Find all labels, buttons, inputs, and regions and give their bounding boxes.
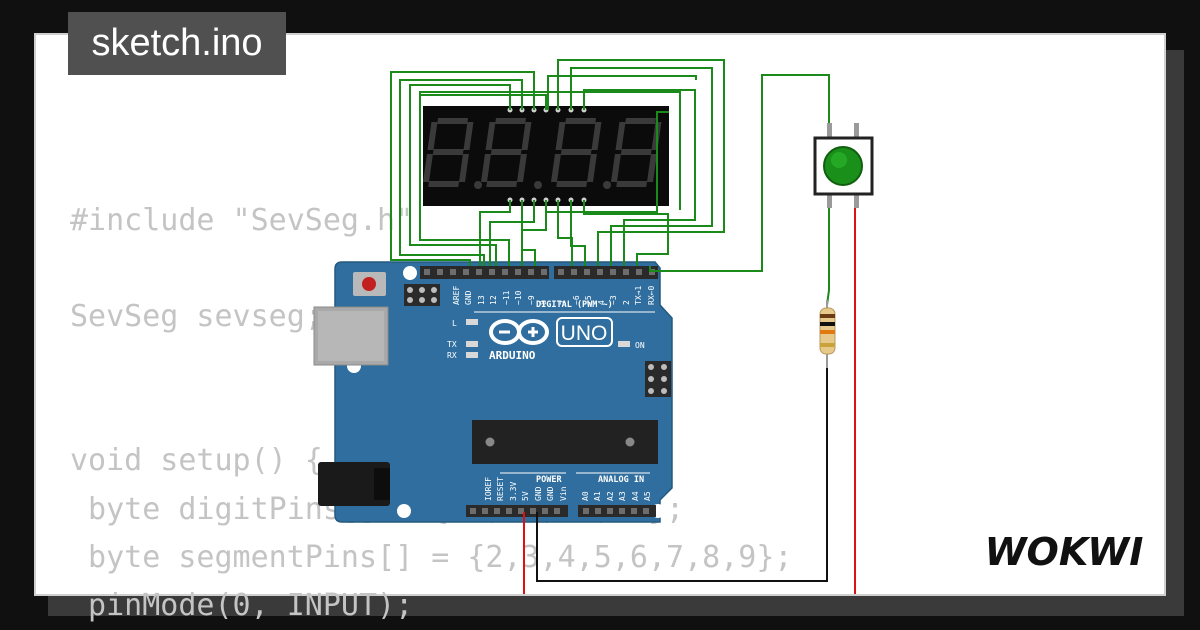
analog-pin-labels: A0 A1 A2 A3 A4 A5 xyxy=(581,491,652,501)
pin-label: GND xyxy=(546,486,555,501)
uno-badge: UNO xyxy=(556,317,613,347)
led-label: RX xyxy=(447,351,457,360)
pin-label: 13 xyxy=(477,295,486,305)
pin-label: ~10 xyxy=(514,290,523,305)
mount-hole xyxy=(403,266,417,280)
display-segments xyxy=(423,118,662,189)
pin-label: ~5 xyxy=(584,295,593,305)
pin-label: 5V xyxy=(521,491,530,501)
pin-label: 7 xyxy=(559,300,568,305)
icsp-header xyxy=(404,284,440,306)
pin-label: A0 xyxy=(581,491,590,501)
arduino-logo-icon xyxy=(489,319,549,345)
pin-label: TX→1 xyxy=(634,286,643,305)
power-pin-labels: IOREF RESET 3.3V 5V GND GND Vin xyxy=(484,477,568,501)
digital-label: DIGITAL (PWM ~) xyxy=(536,300,613,310)
analog-label: ANALOG IN xyxy=(598,475,644,485)
led-l: L xyxy=(452,319,478,328)
mount-hole xyxy=(397,504,411,518)
pin-label: RX←0 xyxy=(647,286,656,305)
arduino-uno-board[interactable]: AREF GND 13 12 ~11 ~10 ~9 8 7 ~6 ~5 4 ~3… xyxy=(313,261,673,523)
led-rx: RX xyxy=(447,351,478,360)
led-label: ON xyxy=(635,341,645,350)
led-tx: TX xyxy=(447,340,478,349)
ground-wire-black xyxy=(536,368,828,582)
push-button[interactable] xyxy=(813,123,874,208)
icsp2-header xyxy=(645,361,671,397)
led-label: L xyxy=(452,319,457,328)
logo-text: WOKWI xyxy=(985,530,1144,574)
pin-label: RESET xyxy=(496,477,505,501)
sketch-title: sketch.ino xyxy=(68,12,286,75)
led-on: ON xyxy=(618,341,645,350)
pin-label: GND xyxy=(464,290,473,305)
code-preview: #include "SevSeg.h" SevSeg sevseg; void se… xyxy=(70,197,792,630)
pin-label: 4 xyxy=(597,300,606,305)
pin-label: ~6 xyxy=(572,295,581,305)
pin-label: ~11 xyxy=(502,290,511,305)
pin-label: AREF xyxy=(452,286,461,305)
seven-segment-display[interactable] xyxy=(422,106,669,206)
pin-label: ~3 xyxy=(609,295,618,305)
code-line: #include "SevSeg.h" xyxy=(70,203,414,238)
pin-label: A4 xyxy=(631,491,640,501)
power-label: POWER xyxy=(536,475,562,485)
code-line: byte segmentPins[] = {2,3,4,5,6,7,8,9}; xyxy=(70,539,793,575)
pin-label: Vin xyxy=(559,486,568,501)
pin-label: ~9 xyxy=(527,295,536,305)
resistor[interactable] xyxy=(819,300,836,368)
power-jack xyxy=(318,462,390,506)
led-label: TX xyxy=(447,340,457,349)
reset-button[interactable] xyxy=(353,272,386,296)
pin-label: 8 xyxy=(539,300,548,305)
digital-pin-labels: AREF GND 13 12 ~11 ~10 ~9 8 7 ~6 ~5 4 ~3… xyxy=(452,286,656,305)
pin-label: GND xyxy=(534,486,543,501)
pin-label: A3 xyxy=(618,491,627,501)
pin-label: A1 xyxy=(593,491,602,501)
button-signal-wire xyxy=(649,74,830,272)
display-wires-bottom xyxy=(419,91,681,266)
uno-label: UNO xyxy=(561,322,608,345)
pin-label: A5 xyxy=(643,491,652,501)
button-resistor-wire xyxy=(826,208,830,306)
pin-label: 3.3V xyxy=(509,482,518,501)
usb-connector xyxy=(313,306,389,366)
pin-label: IOREF xyxy=(484,477,493,501)
code-line: SevSeg sevseg; xyxy=(70,299,323,335)
power-header xyxy=(466,505,568,517)
digital-header xyxy=(420,266,658,279)
code-line: void setup() { xyxy=(70,443,323,479)
code-line: pinMode(0, INPUT); xyxy=(70,587,414,623)
pin-label: 2 xyxy=(622,300,631,305)
analog-header xyxy=(578,505,656,517)
wokwi-logo: WOKWI xyxy=(985,530,1144,574)
pin-label: 12 xyxy=(489,295,498,305)
arduino-brand: ARDUINO xyxy=(489,349,536,362)
pin-label: A2 xyxy=(606,491,615,501)
atmega-chip xyxy=(472,420,658,464)
